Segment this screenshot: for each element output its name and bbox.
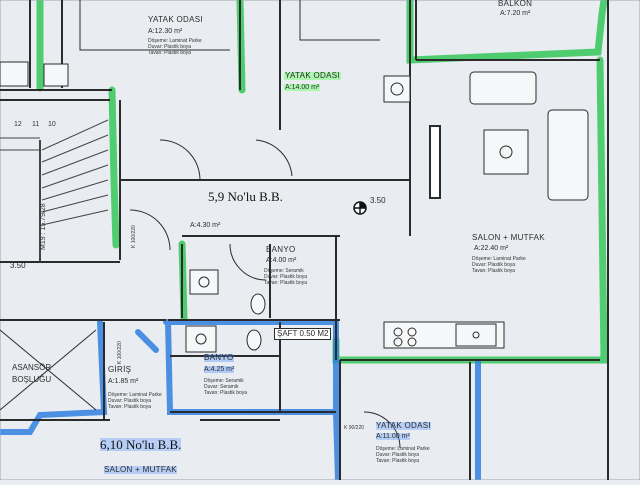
- entrance-finish-ceiling: Tavan: Plastik boya: [108, 404, 152, 410]
- bathroom-6-10-finish-wall: Duvar: Seramik: [204, 384, 239, 390]
- beds: [79, 0, 380, 51]
- balcony-area: A:7.20 m²: [500, 10, 531, 17]
- bathroom-6-10-finish-floor: Döşeme: Seramik: [204, 378, 244, 384]
- living-kitchen-6-10-name: SALON + MUTFAK: [104, 465, 177, 474]
- bedroom-6-10-finish-wall: Duvar: Plastik boya: [376, 452, 420, 458]
- bedroom-6-10-area: A:11.00 m²: [376, 433, 410, 440]
- balcony-name: BALKON: [498, 0, 533, 8]
- door-swings: [129, 139, 401, 449]
- door-code-2: K 100/220: [117, 341, 123, 364]
- door-code-3: K 90/220: [344, 425, 365, 431]
- bedroom-1-area: A:12.30 m²: [148, 28, 183, 35]
- bedroom-6-10-finish-floor: Döşeme: Laminat Parke: [376, 446, 430, 452]
- bathroom-fixtures: [0, 61, 411, 353]
- sofa: [469, 71, 589, 201]
- entrance-name: GİRİŞ: [108, 365, 132, 374]
- shaft-label: ŞAFT 0.50 M2: [274, 328, 332, 340]
- staircase: [0, 119, 109, 262]
- bathroom-5-9-finish-floor: Döşeme: Seramik: [264, 268, 304, 274]
- bedroom-1-finish-ceiling: Tavan: Plastik boya: [148, 50, 192, 56]
- bedroom-1-finish-wall: Duvar: Plastik boya: [148, 44, 192, 50]
- entrance-finish-wall: Duvar: Plastik boya: [108, 398, 152, 404]
- level-left-value: 3.50: [10, 261, 26, 270]
- bathroom-5-9-finish-ceiling: Tavan: Plastik boya: [264, 280, 308, 286]
- window-column: [429, 125, 441, 199]
- level-marker-symbol: [353, 201, 367, 215]
- elevator-label-line-1: ASANSÖR: [12, 363, 52, 372]
- stair-number-10: 10: [48, 121, 56, 128]
- living-kitchen-5-9-finish-ceiling: Tavan: Plastik boya: [472, 268, 516, 274]
- elevator-label-line-2: BOŞLUĞU: [12, 375, 52, 384]
- door-code-1: K 100/220: [131, 225, 137, 248]
- kitchen-counter: [383, 321, 505, 349]
- bedroom-1-finish-floor: Döşeme: Laminat Parke: [148, 38, 202, 44]
- bedroom-1-name: YATAK ODASI: [148, 15, 203, 24]
- bedroom-2-name: YATAK ODASI: [284, 71, 341, 80]
- bathroom-6-10-finish-ceiling: Tavan: Plastik boya: [204, 390, 248, 396]
- stair-number-12: 12: [14, 121, 22, 128]
- bathroom-6-10-area: A:4.25 m²: [204, 366, 235, 373]
- bedroom-6-10-finish-ceiling: Tavan: Plastik boya: [376, 458, 420, 464]
- bathroom-5-9-name: BANYO: [266, 245, 296, 254]
- bedroom-6-10-name: YATAK ODASI: [376, 421, 431, 430]
- entrance-finish-floor: Döşeme: Laminat Parke: [108, 392, 162, 398]
- bedroom-2-area: A:14.00 m²: [284, 84, 321, 91]
- living-kitchen-5-9-finish-wall: Duvar: Plastik boya: [472, 262, 516, 268]
- living-kitchen-5-9-finish-floor: Döşeme: Laminat Parke: [472, 256, 526, 262]
- living-kitchen-5-9-area: A:22.40 m²: [474, 245, 509, 252]
- stair-number-11: 11: [32, 121, 40, 128]
- elevator-shaft: [0, 329, 97, 411]
- level-marker-value: 3.50: [370, 196, 386, 205]
- bathroom-6-10-name: BANYO: [204, 353, 234, 362]
- bathroom-5-9-finish-wall: Duvar: Plastik boya: [264, 274, 308, 280]
- hall-area: A:4.30 m²: [190, 222, 221, 229]
- unit-6-10-label: 6,10 No'lu B.B.: [100, 437, 182, 452]
- living-kitchen-5-9-name: SALON + MUTFAK: [472, 233, 545, 242]
- stair-label: M19 : 15.79/28: [40, 203, 47, 250]
- bathroom-5-9-area: A:4.00 m²: [266, 257, 297, 264]
- unit-5-9-label: 5,9 No'lu B.B.: [208, 189, 283, 204]
- entrance-area: A:1.85 m²: [108, 378, 139, 385]
